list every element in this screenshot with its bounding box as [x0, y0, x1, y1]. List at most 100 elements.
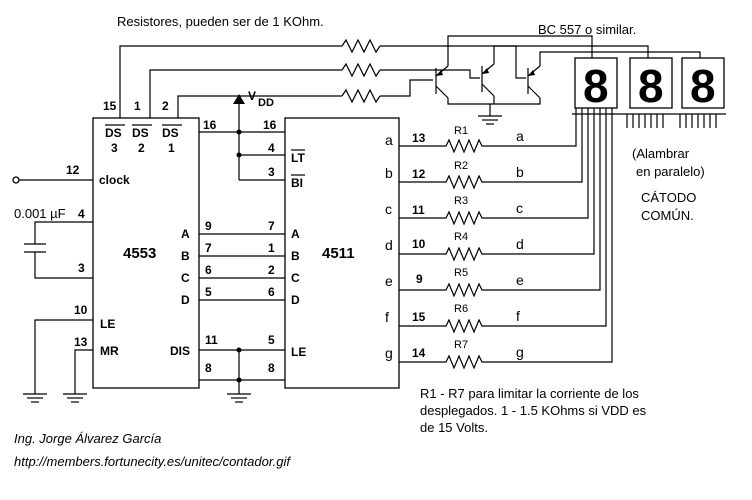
- seg-d-label: d: [385, 237, 393, 253]
- seg-a-label: a: [385, 132, 393, 148]
- pin-4553-10: 10: [74, 303, 88, 317]
- bi-label: BI: [291, 176, 303, 190]
- seg-e-wire-label: e: [516, 272, 524, 288]
- seg-a-wire-label: a: [516, 128, 524, 144]
- res-note-2: desplegados. 1 - 1.5 KOhms si VDD es: [420, 403, 647, 418]
- seg-f-label: f: [385, 309, 389, 325]
- r6-label: R6: [454, 303, 468, 315]
- lt-label: LT: [291, 151, 305, 165]
- in-b-label: B: [291, 249, 300, 263]
- credit-author: Ing. Jorge Álvarez García: [14, 431, 161, 446]
- ds3-label: DS: [105, 126, 122, 140]
- pin-4553-3: 3: [78, 261, 85, 275]
- le-4511-label: LE: [291, 345, 306, 359]
- ground-mr: [63, 393, 87, 403]
- display-3: 8: [681, 57, 725, 112]
- mr-label: MR: [100, 344, 119, 358]
- ds1-label: DS: [162, 126, 179, 140]
- vdd-arrow: [233, 94, 245, 104]
- seg-e-pin: 9: [416, 272, 423, 286]
- pin-4511-4: 4: [268, 141, 275, 155]
- clock-label: clock: [99, 173, 130, 187]
- seg-d-wire-label: d: [516, 236, 524, 252]
- seg-c-label: c: [385, 201, 392, 217]
- clock-input-terminal: [12, 176, 20, 184]
- resistor-note: Resistores, pueden ser de 1 KOhm.: [117, 14, 324, 29]
- r2-label: R2: [454, 160, 468, 172]
- res-note-3: de 15 Volts.: [420, 420, 488, 435]
- seg-b-wire-label: b: [516, 164, 524, 180]
- seg-c-pin: 11: [412, 203, 425, 217]
- seg-d-pin: 10: [412, 237, 426, 251]
- pin-4553-7: 7: [205, 241, 212, 255]
- pin-4511-8: 8: [268, 361, 275, 375]
- out-a-label: A: [181, 227, 190, 241]
- in-a-label: A: [291, 227, 300, 241]
- seg-a-pin: 13: [412, 131, 426, 145]
- r7-label: R7: [454, 339, 468, 351]
- pin-4511-1: 1: [268, 241, 275, 255]
- display-2-digit: 8: [638, 60, 664, 112]
- pin-4553-1: 1: [134, 99, 141, 113]
- chip-4553: [92, 117, 200, 389]
- credit-url: http://members.fortunecity.es/unitec/con…: [14, 454, 291, 469]
- ground-chips: [227, 393, 251, 403]
- seg-f-wire-label: f: [516, 308, 520, 324]
- ds2-label: DS: [132, 126, 149, 140]
- out-d-label: D: [181, 293, 190, 307]
- cap-label: 0.001 µF: [14, 206, 66, 221]
- ground-transistors: [478, 115, 502, 125]
- pin-4553-5: 5: [205, 285, 212, 299]
- seg-c-wire-label: c: [516, 200, 523, 216]
- pin-4553-16: 16: [203, 118, 217, 132]
- seg-g-pin: 14: [412, 346, 426, 360]
- pin-4553-6: 6: [205, 263, 212, 277]
- ds3-num: 3: [111, 141, 118, 155]
- pin-4553-12: 12: [66, 163, 80, 177]
- pin-4511-6: 6: [268, 285, 275, 299]
- pin-4553-9: 9: [205, 219, 212, 233]
- display-note-1: (Alambrar: [632, 146, 690, 161]
- chip-4511-label: 4511: [322, 245, 355, 262]
- in-c-label: C: [291, 271, 300, 285]
- r5-label: R5: [454, 267, 468, 279]
- transistor-3: [527, 65, 541, 99]
- display-1-digit: 8: [583, 60, 609, 112]
- pin-4553-13: 13: [74, 335, 88, 349]
- seg-g-wire-label: g: [516, 344, 524, 360]
- transistor-note: BC 557 o similar.: [538, 22, 636, 37]
- display-note-2: en paralelo): [636, 164, 705, 179]
- pin-4553-11: 11: [205, 333, 218, 347]
- vdd-label: V: [248, 89, 256, 103]
- pin-4511-16: 16: [263, 118, 277, 132]
- cathode-note-1: CÁTODO: [641, 190, 696, 205]
- res-note-1: R1 - R7 para limitar la corriente de los: [420, 386, 639, 401]
- pin-4553-15: 15: [103, 99, 117, 113]
- dis-label: DIS: [170, 344, 190, 358]
- display-pins: [575, 108, 717, 128]
- cathode-note-2: COMÚN.: [641, 208, 694, 223]
- pin-4511-2: 2: [268, 263, 275, 277]
- display-1: 8: [574, 57, 618, 112]
- r4-label: R4: [454, 231, 468, 243]
- pin-4511-3: 3: [268, 165, 275, 179]
- seg-f-pin: 15: [412, 310, 426, 324]
- pin-4511-5: 5: [268, 333, 275, 347]
- seg-b-pin: 12: [412, 167, 426, 181]
- display-3-digit: 8: [690, 60, 716, 112]
- ds1-num: 1: [168, 141, 175, 155]
- ds2-num: 2: [138, 141, 145, 155]
- ground-le: [23, 393, 47, 403]
- seg-e-label: e: [385, 273, 393, 289]
- transistor-2: [481, 63, 495, 97]
- r1-label: R1: [454, 125, 468, 137]
- out-c-label: C: [181, 271, 190, 285]
- pin-4553-2: 2: [162, 99, 169, 113]
- transistor-1: [435, 65, 449, 99]
- in-d-label: D: [291, 293, 300, 307]
- display-2: 8: [629, 57, 673, 112]
- le-4553-label: LE: [100, 317, 115, 331]
- r3-label: R3: [454, 195, 468, 207]
- out-b-label: B: [181, 249, 190, 263]
